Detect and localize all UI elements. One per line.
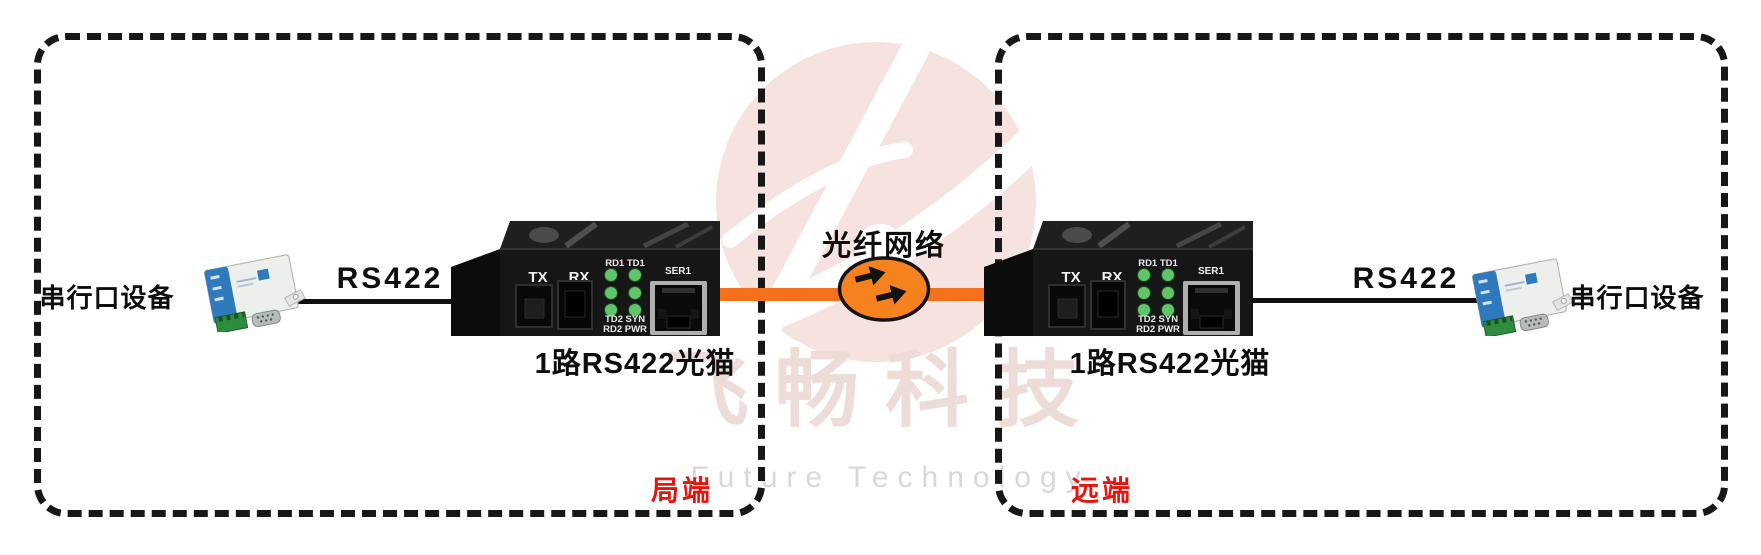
- modem-caption-right: 1路RS422光猫: [1069, 348, 1271, 380]
- rx-fiber-port: [557, 280, 593, 330]
- serial-link-line-right: [1238, 298, 1480, 303]
- modem-top-face: [1033, 221, 1253, 249]
- rj45-port-label: SER1: [665, 266, 692, 277]
- rs422-link-label-left: RS422: [336, 262, 444, 295]
- status-leds: [1137, 268, 1175, 317]
- serial-device-label-left: 串行口设备: [39, 283, 175, 313]
- fiber-modem-left: TX RX RD1 TD1 TD2 SYN RD2 PWR SER1: [451, 221, 720, 336]
- led-bottom-labels: RD2 PWR: [603, 324, 647, 335]
- fiber-modem-right: TX RX RD1 TD1 TD2 SYN RD2 PWR SER1: [984, 221, 1253, 336]
- modem-side-face: [451, 249, 500, 336]
- serial-device-left: [204, 254, 306, 332]
- serial-link-line-left: [293, 299, 463, 304]
- led-top-labels: RD1 TD1: [605, 258, 645, 269]
- fiber-network-cloud: [837, 256, 931, 322]
- led-mid-labels: TD2 SYN: [1138, 314, 1178, 325]
- modem-tx-label: TX: [1061, 269, 1080, 286]
- modem-side-face: [984, 249, 1033, 336]
- led-top-labels: RD1 TD1: [1138, 258, 1178, 269]
- rj45-port-label: SER1: [1198, 266, 1225, 277]
- local-end-tag: 局端: [650, 475, 713, 506]
- remote-end-tag: 远端: [1070, 475, 1133, 506]
- modem-tx-label: TX: [528, 269, 547, 286]
- serial-device-label-right: 串行口设备: [1569, 283, 1705, 313]
- rj45-port: [1183, 281, 1240, 335]
- rj45-port: [650, 281, 707, 335]
- led-mid-labels: TD2 SYN: [605, 314, 645, 325]
- modem-caption-left: 1路RS422光猫: [534, 348, 736, 380]
- modem-top-face: [500, 221, 720, 249]
- fiber-network-label: 光纤网络: [821, 230, 946, 262]
- rs422-link-label-right: RS422: [1352, 262, 1460, 295]
- serial-device-right: [1472, 258, 1574, 336]
- status-leds: [604, 268, 642, 317]
- led-bottom-labels: RD2 PWR: [1136, 324, 1180, 335]
